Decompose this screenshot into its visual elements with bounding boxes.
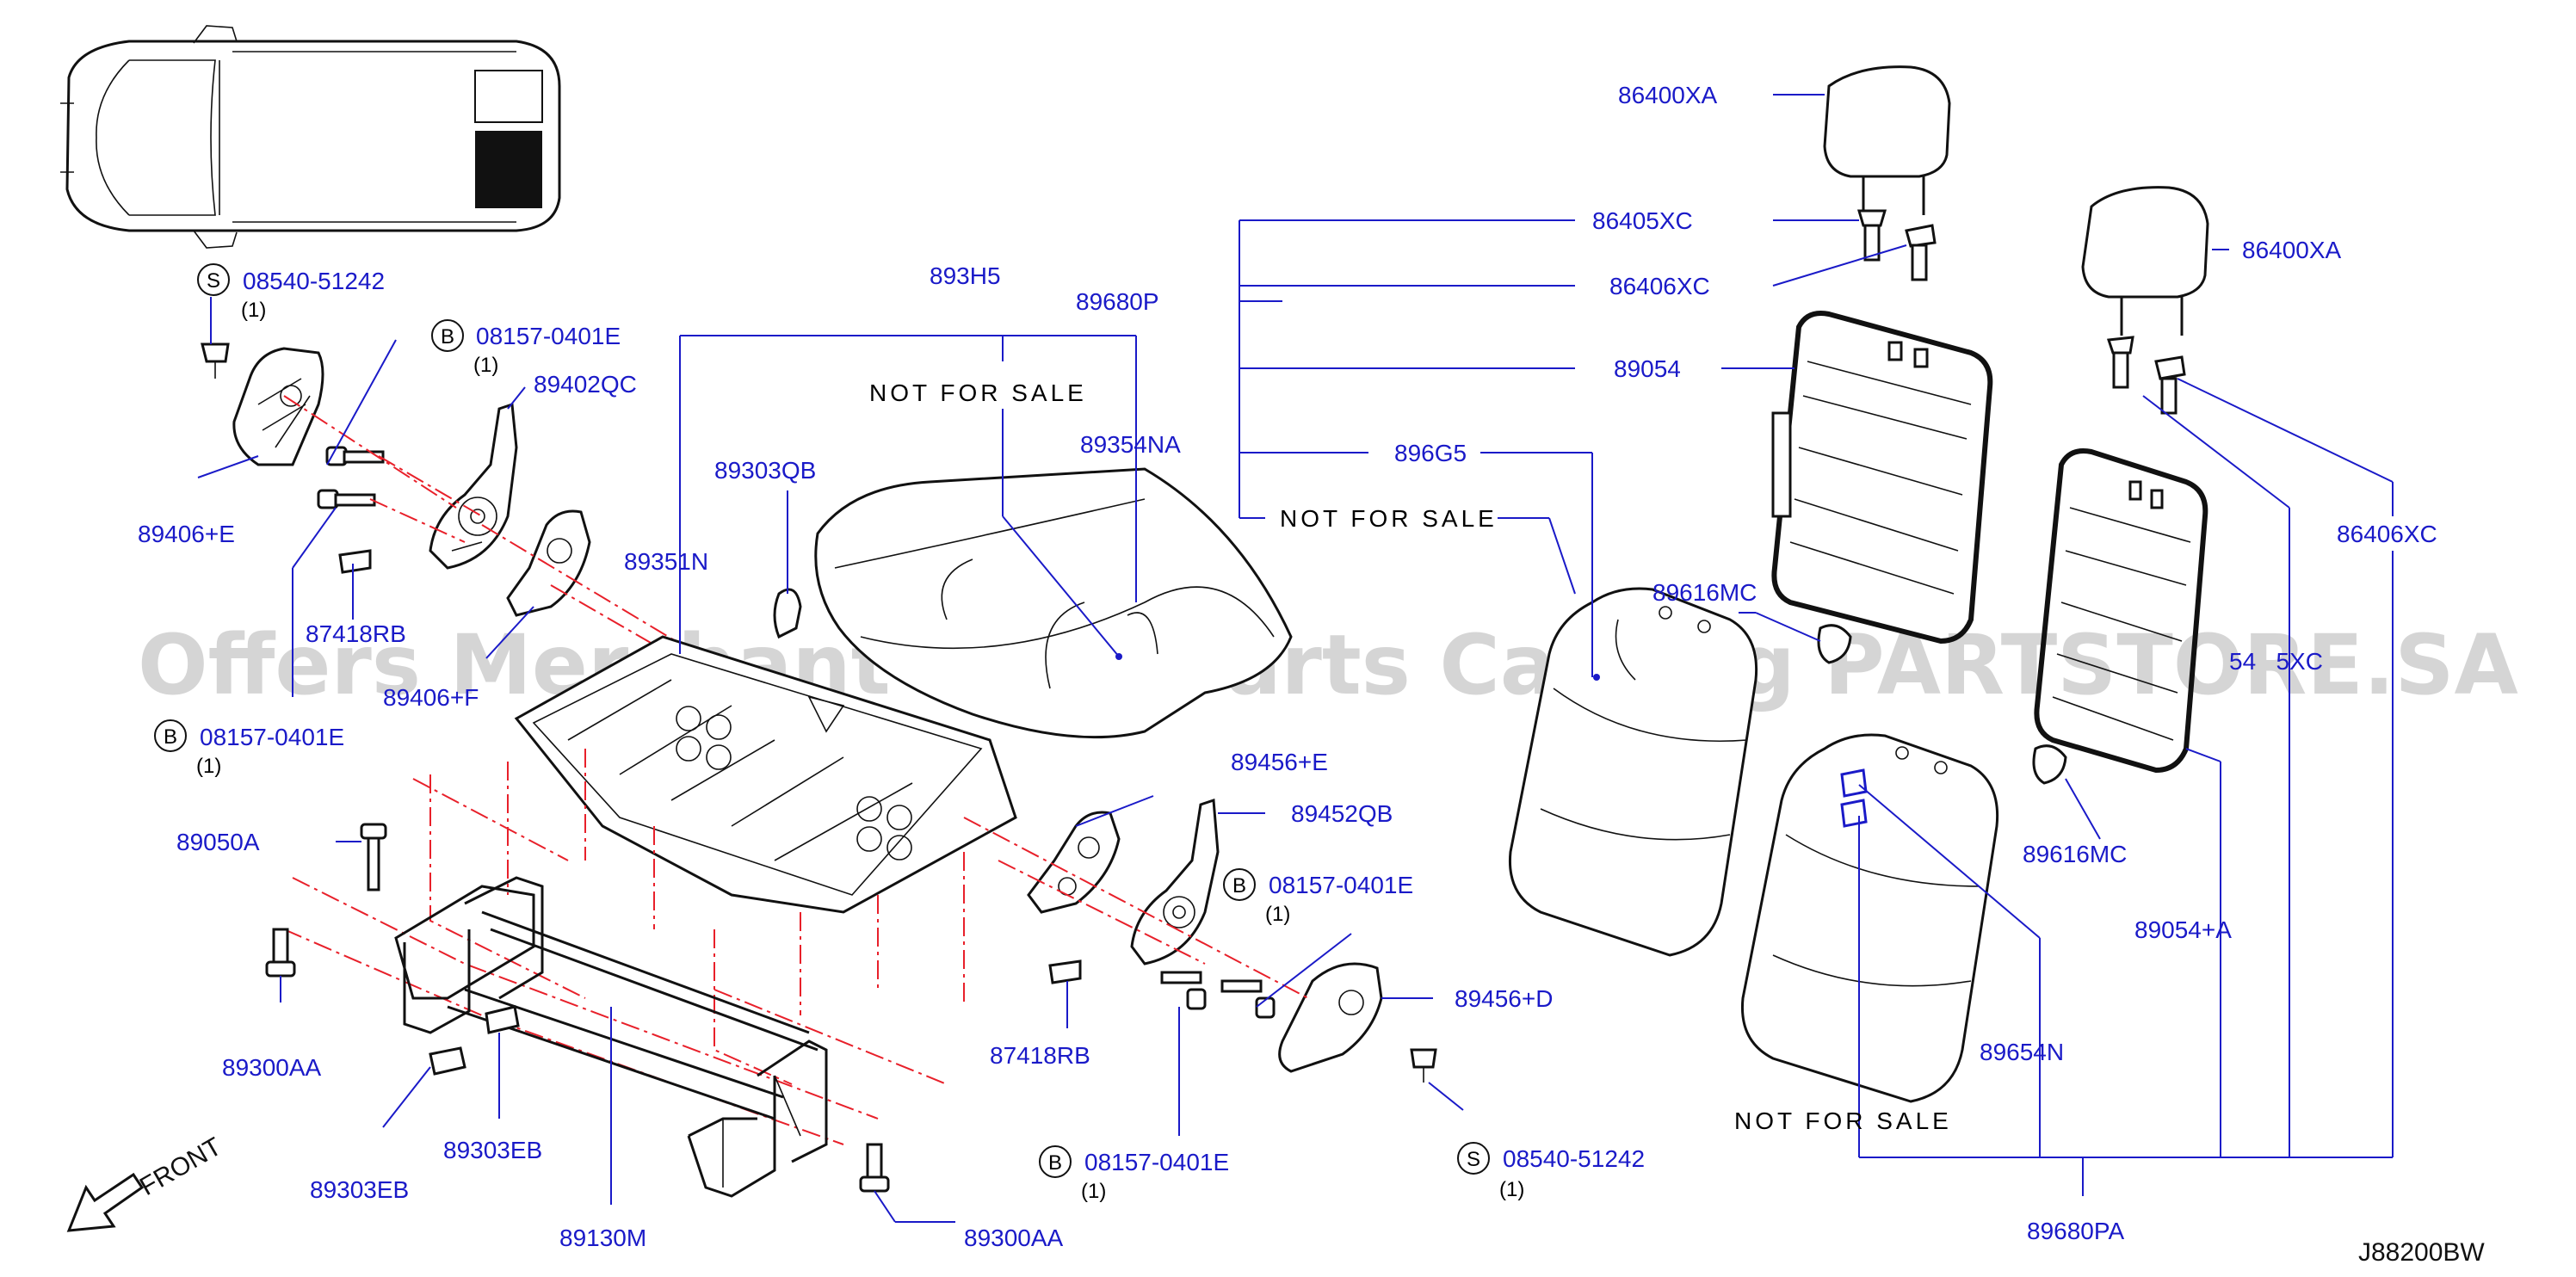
std-part-b4-qty: (1) <box>1081 1180 1106 1203</box>
seat-back-pad-right-icon <box>1740 733 1999 1103</box>
std-part-b2-code: 08157-0401E <box>200 724 344 750</box>
std-part-s1-circle: S <box>207 269 220 293</box>
callout-89406F[interactable]: 89406+F <box>383 684 479 711</box>
callout-86406XC-b[interactable]: 86406XC <box>2337 521 2437 547</box>
callout-89130M[interactable]: 89130M <box>559 1225 646 1251</box>
callout-89680P[interactable]: 89680P <box>1076 288 1159 315</box>
headrest-guide-icon <box>1856 209 1937 281</box>
headrest-right-icon <box>2081 186 2209 336</box>
screw-right-icon <box>1410 1048 1437 1083</box>
part-callouts: 86400XA 86405XC 86406XC 89680P 89054 896… <box>138 82 2437 1251</box>
clip-icon <box>338 549 372 574</box>
seat-back-frame-icon <box>1771 311 1993 645</box>
bolt-right-icon <box>1160 971 1276 1019</box>
std-part-s1[interactable]: S 08540-51242 (1) <box>197 263 385 322</box>
bolt-icon <box>317 446 385 509</box>
diagram-code: J88200BW <box>2358 1238 2485 1267</box>
seat-lower-frame-icon <box>394 876 828 1198</box>
seat-cushion-pad-icon <box>814 467 1293 739</box>
callout-86400XA-b[interactable]: 86400XA <box>2242 237 2342 263</box>
callout-89452QB[interactable]: 89452QB <box>1291 800 1393 827</box>
bolt-89300AA-left-icon <box>265 928 296 978</box>
callout-89054[interactable]: 89054 <box>1614 355 1681 382</box>
std-part-s2-code: 08540-51242 <box>1503 1145 1645 1172</box>
std-part-b1-code: 08157-0401E <box>476 323 621 349</box>
leader-lines <box>197 94 2394 1223</box>
callout-5XC-partial[interactable]: 54 5XC <box>2229 648 2323 675</box>
std-part-b1-qty: (1) <box>473 354 498 377</box>
not-for-sale-back: NOT FOR SALE <box>1280 505 1498 532</box>
callout-89300AA-b[interactable]: 89300AA <box>964 1225 1064 1251</box>
headrest-left-icon <box>1823 65 1951 215</box>
callout-89351N[interactable]: 89351N <box>624 548 708 575</box>
std-part-b2[interactable]: B 08157-0401E (1) <box>154 719 344 778</box>
seat-back-pad-icon <box>1508 587 1758 957</box>
callout-89680PA[interactable]: 89680PA <box>2027 1218 2124 1244</box>
callout-89354NA[interactable]: 89354NA <box>1080 431 1181 458</box>
callout-89303QB[interactable]: 89303QB <box>714 457 816 484</box>
std-part-s2[interactable]: S 08540-51242 (1) <box>1457 1142 1645 1201</box>
std-part-b4-code: 08157-0401E <box>1084 1149 1229 1175</box>
headrest-guide-right-icon <box>2106 336 2186 415</box>
recliner-cover-right-outer-icon <box>1278 962 1383 1073</box>
bolt-89050A-icon <box>360 823 387 891</box>
std-part-s2-circle: S <box>1467 1148 1480 1171</box>
bolt-89300AA-right-icon <box>859 1143 890 1193</box>
callout-89456E[interactable]: 89456+E <box>1231 749 1328 775</box>
std-part-b1-circle: B <box>441 325 454 349</box>
std-part-s1-code: 08540-51242 <box>243 268 385 294</box>
callout-87418RB-a[interactable]: 87418RB <box>306 620 406 647</box>
callout-89456D[interactable]: 89456+D <box>1455 985 1553 1012</box>
front-label: FRONT <box>135 1132 226 1201</box>
std-part-s1-qty: (1) <box>241 299 266 322</box>
recliner-bracket-right-icon <box>1130 798 1220 965</box>
callout-89616MC-a[interactable]: 89616MC <box>1652 579 1757 606</box>
bumper-stopper-icon <box>429 1005 520 1076</box>
trim-clip-right-icon <box>2032 744 2067 785</box>
callout-893H5[interactable]: 893H5 <box>930 262 1001 289</box>
std-part-b3-circle: B <box>1232 874 1246 898</box>
callout-89402QC[interactable]: 89402QC <box>534 371 637 398</box>
std-part-b2-qty: (1) <box>196 755 221 778</box>
front-arrow-icon: FRONT <box>66 1132 226 1232</box>
std-part-b3[interactable]: B 08157-0401E (1) <box>1223 868 1413 926</box>
not-for-sale-cushion: NOT FOR SALE <box>869 379 1087 406</box>
recliner-cover-mid-icon <box>506 509 591 617</box>
std-part-b4[interactable]: B 08157-0401E (1) <box>1039 1145 1229 1203</box>
std-part-b4-circle: B <box>1048 1151 1062 1175</box>
callout-89054A[interactable]: 89054+A <box>2134 916 2232 943</box>
screw-icon <box>201 342 230 379</box>
callout-87418RB-b[interactable]: 87418RB <box>990 1042 1090 1069</box>
callout-896G5[interactable]: 896G5 <box>1394 440 1467 466</box>
callout-89300AA-a[interactable]: 89300AA <box>222 1054 322 1081</box>
callout-89050A[interactable]: 89050A <box>176 829 260 855</box>
not-for-sale-back-right: NOT FOR SALE <box>1734 1107 1952 1134</box>
std-part-b2-circle: B <box>164 725 177 749</box>
std-part-b1[interactable]: B 08157-0401E (1) <box>431 319 621 377</box>
callout-89406E[interactable]: 89406+E <box>138 521 235 547</box>
recliner-cover-left-icon <box>232 347 324 466</box>
cushion-clip-icon <box>773 588 802 639</box>
recliner-cover-right-inner-icon <box>1027 811 1121 914</box>
callout-89616MC-b[interactable]: 89616MC <box>2023 841 2127 867</box>
callout-86406XC-a[interactable]: 86406XC <box>1609 273 1710 299</box>
seat-back-frame-right-icon <box>2034 448 2208 774</box>
std-part-s2-qty: (1) <box>1499 1178 1524 1201</box>
callout-86400XA-a[interactable]: 86400XA <box>1618 82 1718 108</box>
callout-86405XC[interactable]: 86405XC <box>1592 207 1693 234</box>
trim-clip-icon <box>1817 624 1852 664</box>
vehicle-locator-icon <box>60 25 561 249</box>
watermark-text: Offers Merchant Auto Parts Catalog PARTS… <box>138 617 2518 713</box>
std-part-b3-qty: (1) <box>1265 903 1290 926</box>
seat-cushion-frame-icon <box>514 635 1017 914</box>
recliner-bracket-icon <box>429 402 518 570</box>
clip-right-icon <box>1048 959 1082 984</box>
callout-89654N[interactable]: 89654N <box>1980 1039 2064 1065</box>
callout-89303EB-b[interactable]: 89303EB <box>443 1137 542 1163</box>
std-part-b3-code: 08157-0401E <box>1269 872 1413 898</box>
callout-89303EB-a[interactable]: 89303EB <box>310 1176 409 1203</box>
